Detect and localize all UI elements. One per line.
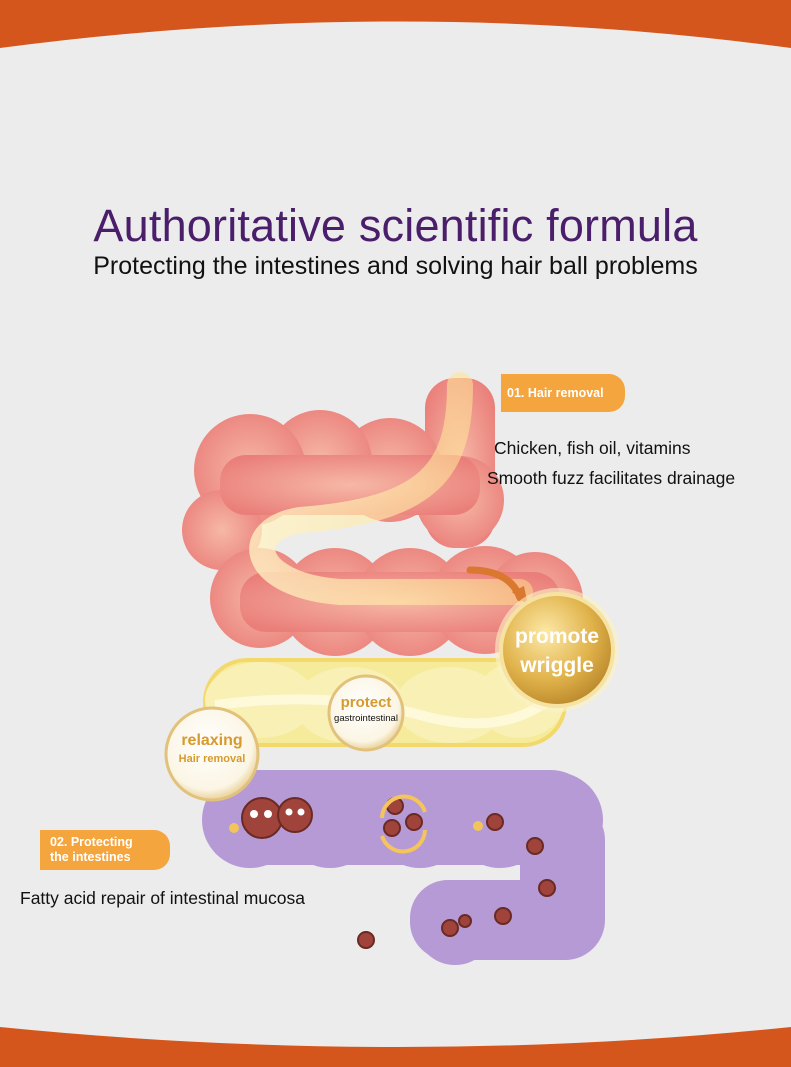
badge-hair-removal: 01. Hair removal [501,374,625,412]
feature-2-line: Fatty acid repair of intestinal mucosa [20,888,305,908]
promote-wriggle-bubble [495,588,619,712]
purple-intestine-segment [202,770,605,965]
protect-line-2: gastrointestinal [334,713,398,724]
promote-label: promote wriggle [501,622,613,680]
protect-label: protect gastrointestinal [318,694,414,726]
top-orange-band [0,0,791,48]
page-title: Authoritative scientific formula [93,200,698,252]
protect-line-1: protect [340,694,392,711]
hairball-monsters [241,797,556,949]
bottom-orange-band [0,1027,791,1067]
protect-bubble [327,674,405,752]
badge-hair-removal-text: 01. Hair removal [507,385,604,400]
relaxing-label: relaxing Hair removal [166,731,258,768]
relaxing-line-1: relaxing [181,732,243,749]
badge-protecting-intestines: 02. Protecting the intestines [40,830,170,870]
feature-1-line-1: Chicken, fish oil, vitamins [494,438,691,458]
page-subtitle: Protecting the intestines and solving ha… [93,252,698,280]
promote-line-2: wriggle [520,654,594,677]
badge-protecting-intestines-text: 02. Protecting the intestines [50,835,133,864]
relaxing-line-2: Hair removal [178,753,246,765]
feature-1-line-2: Smooth fuzz facilitates drainage [487,468,736,488]
promote-line-1: promote [515,625,599,648]
relaxing-bubble [164,706,260,802]
